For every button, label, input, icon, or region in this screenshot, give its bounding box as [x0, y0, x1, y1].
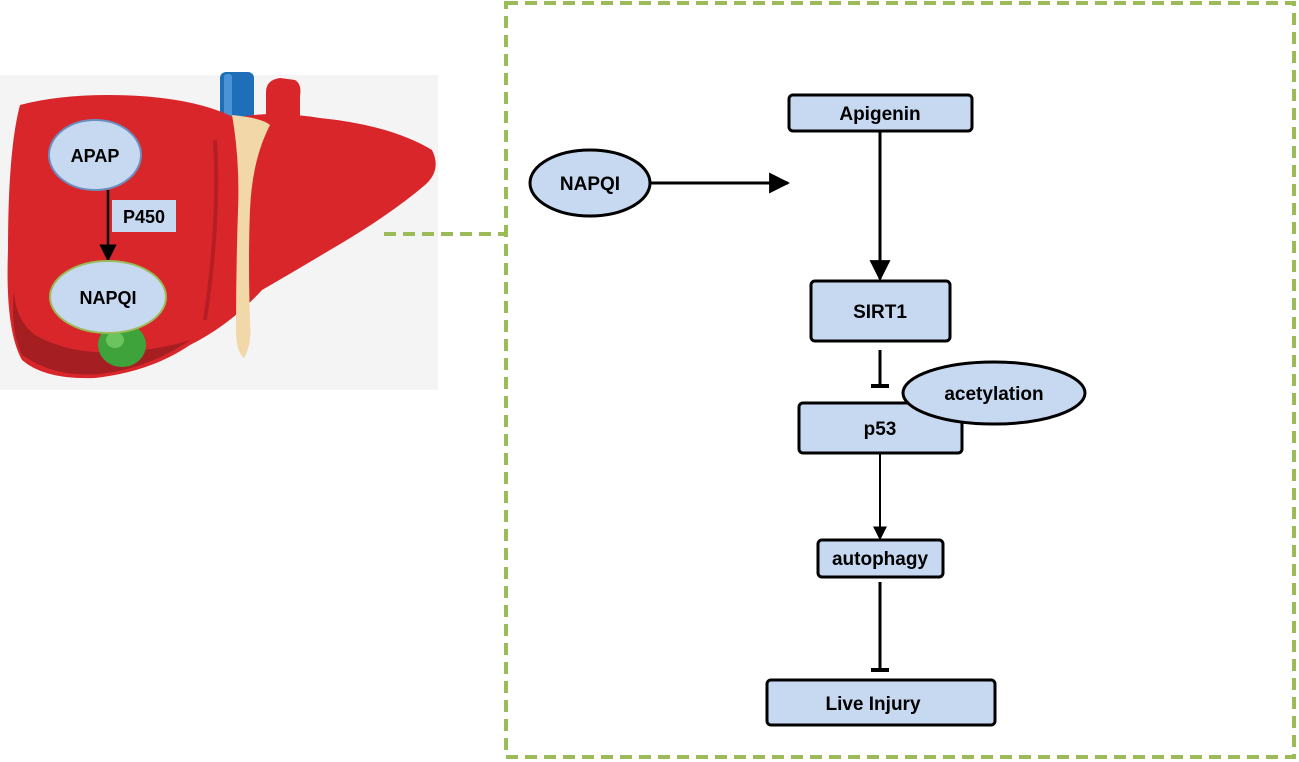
injury-label: Live Injury [825, 694, 920, 715]
autophagy-label: autophagy [832, 549, 928, 570]
liver-napqi-label: NAPQI [79, 288, 136, 308]
sirt1-label: SIRT1 [853, 302, 907, 323]
liver-illustration: APAP P450 NAPQI [0, 72, 438, 390]
pathway-diagram: NAPQI Apigenin SIRT1 p53 acetylation aut… [528, 93, 1087, 727]
vena-cava-highlight [224, 74, 232, 118]
apap-node [48, 119, 142, 191]
acetylation-node [901, 360, 1087, 426]
p450-label-box [112, 200, 176, 232]
liver-shading [13, 290, 190, 375]
aorta [266, 78, 301, 120]
p450-label: P450 [123, 207, 165, 227]
liver-lobe-line [203, 139, 219, 321]
acetylation-label: acetylation [944, 384, 1043, 405]
apigenin-label: Apigenin [839, 104, 920, 125]
gallbladder-highlight [106, 332, 124, 348]
p53-label: p53 [864, 419, 897, 440]
liver-napqi-node [49, 260, 167, 334]
sirt1-node [809, 279, 952, 343]
falciform-ligament [232, 115, 270, 358]
apap-label: APAP [71, 146, 120, 166]
injury-node [765, 678, 997, 727]
autophagy-node [816, 538, 945, 579]
callout-frame [504, 1, 1296, 759]
napqi-label: NAPQI [560, 174, 620, 195]
